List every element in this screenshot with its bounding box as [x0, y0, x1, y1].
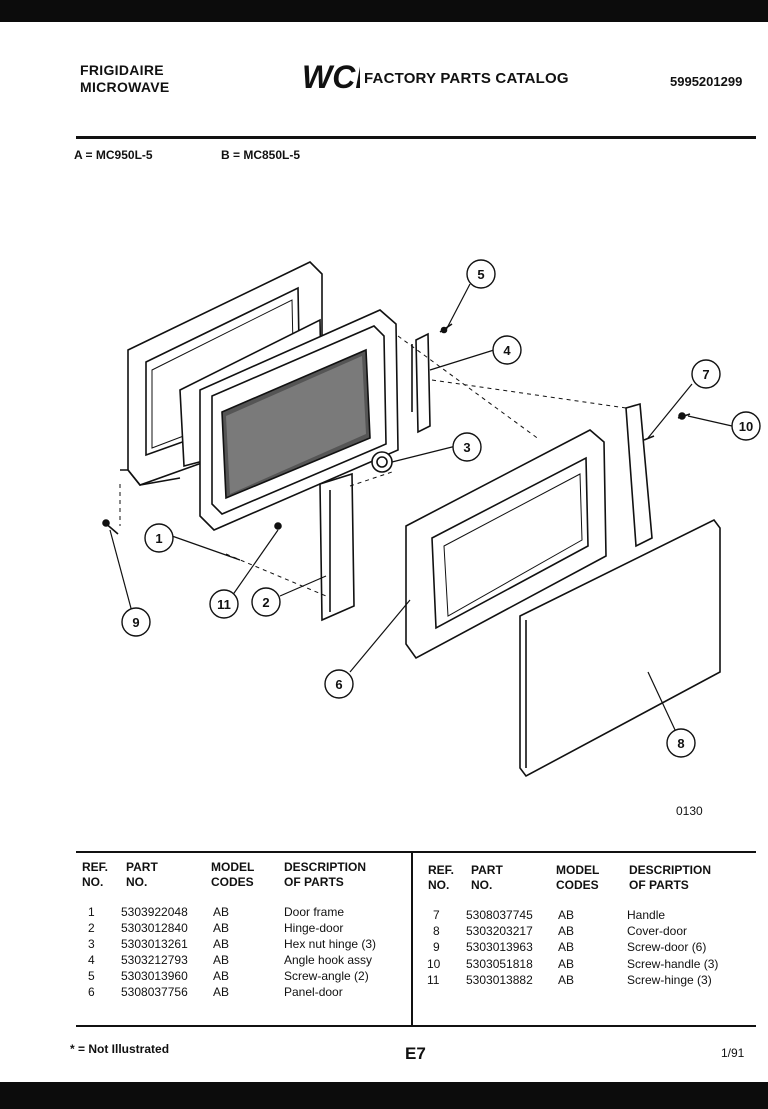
- screw-hinge-part: [274, 522, 282, 530]
- panel-door-part: [405, 429, 607, 660]
- hex-nut-part: [371, 451, 393, 473]
- exploded-parts-diagram: 1 2 3 4 5 6 7 8 9 10 11: [102, 259, 761, 778]
- callout-label-11: 11: [217, 597, 231, 612]
- screw-handle-part: [677, 412, 691, 420]
- callout-10: [731, 411, 761, 441]
- right-header-ref: REF.NO.: [428, 863, 455, 892]
- callout-9: [121, 607, 151, 637]
- diagram-code: 0130: [676, 804, 703, 818]
- wci-logo-text: WCI: [302, 59, 360, 94]
- callout-label-4: 4: [503, 343, 511, 358]
- catalog-title: FACTORY PARTS CATALOG: [364, 70, 569, 87]
- callout-label-8: 8: [677, 736, 684, 751]
- product-type: MICROWAVE: [80, 79, 170, 95]
- callout-label-9: 9: [132, 615, 139, 630]
- cover-door-part: [519, 518, 721, 778]
- model-a-label: A = MC950L-5: [74, 148, 153, 162]
- callout-11: [209, 589, 239, 619]
- callout-5: [466, 259, 496, 289]
- callout-leaders: [109, 283, 733, 733]
- callout-6: [324, 669, 354, 699]
- callout-label-10: 10: [739, 419, 753, 434]
- callout-label-3: 3: [463, 440, 470, 455]
- callout-3: [452, 432, 482, 462]
- table-bottom-rule: [76, 1025, 756, 1027]
- model-b-label: B = MC850L-5: [221, 148, 301, 162]
- left-header-ref: REF.NO.: [82, 860, 109, 889]
- assembly-guide-lines: [119, 335, 627, 597]
- angle-hook-part: [411, 332, 431, 434]
- screw-angle-part: [439, 323, 453, 334]
- callout-label-6: 6: [335, 677, 342, 692]
- handle-part: [625, 402, 655, 548]
- callout-label-2: 2: [262, 595, 269, 610]
- callout-label-7: 7: [702, 367, 709, 382]
- catalog-number: 5995201299: [670, 74, 743, 89]
- callout-4: [492, 335, 522, 365]
- callout-8: [666, 728, 696, 758]
- footnote: * = Not Illustrated: [70, 1042, 170, 1056]
- header-rule: [76, 136, 756, 139]
- wci-logo: WCI: [302, 59, 360, 94]
- revision-date: 1/91: [721, 1046, 745, 1060]
- callout-label-1: 1: [155, 531, 162, 546]
- callout-2: [251, 587, 281, 617]
- table-column-divider: [411, 853, 413, 1025]
- table-top-rule: [76, 851, 756, 853]
- callout-circles: [121, 259, 761, 758]
- brand-block: FRIGIDAIRE MICROWAVE: [80, 62, 170, 96]
- callout-7: [691, 359, 721, 389]
- top-scan-border: [0, 0, 768, 22]
- callout-1: [144, 523, 174, 553]
- callout-label-5: 5: [477, 267, 484, 282]
- bottom-scan-border: [0, 1082, 768, 1109]
- page-code: E7: [405, 1044, 426, 1063]
- hinge-door-part: [319, 472, 355, 622]
- screw-door-part: [102, 519, 119, 535]
- brand-name: FRIGIDAIRE: [80, 62, 164, 78]
- inner-door-mesh-part: [199, 309, 399, 531]
